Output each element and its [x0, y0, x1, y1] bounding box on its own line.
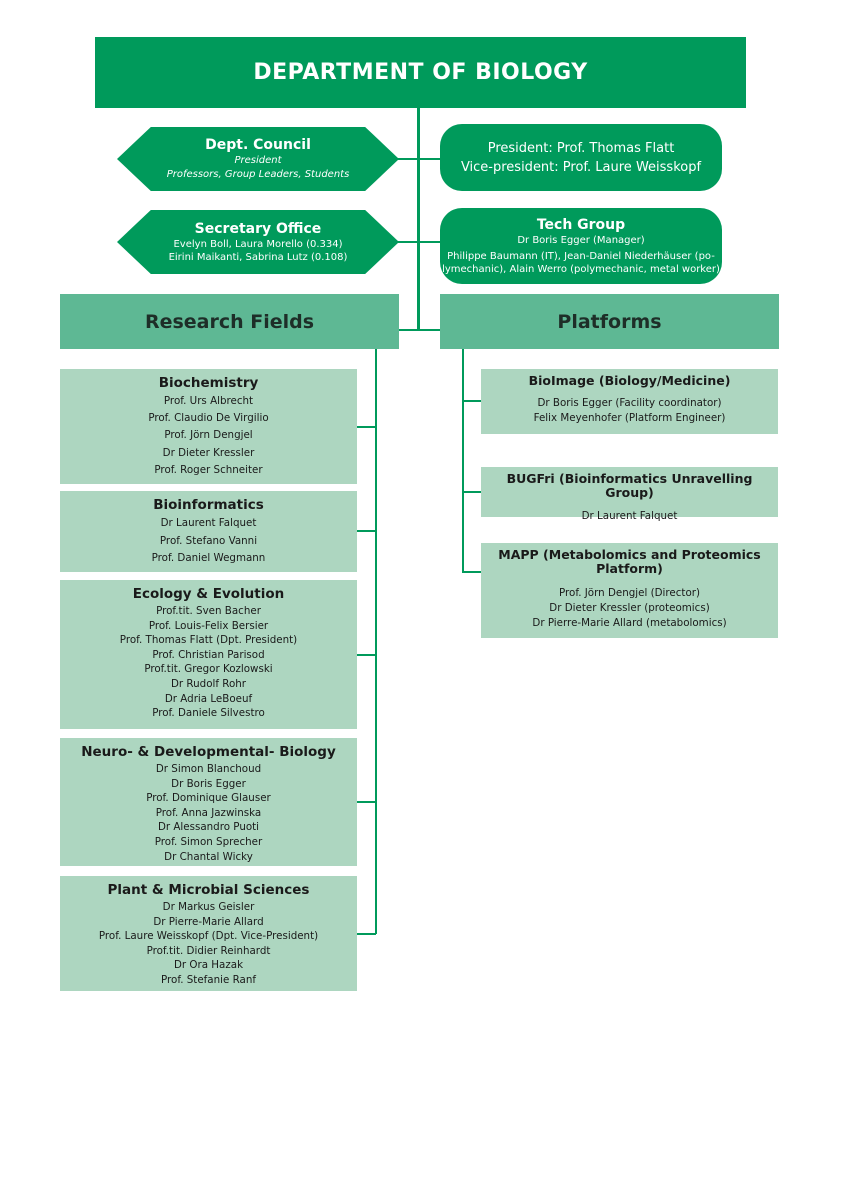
- tech-connector: [419, 241, 441, 243]
- dept-council-title: Dept. Council: [205, 136, 311, 153]
- dept-council-line2: Professors, Group Leaders, Students: [166, 168, 350, 180]
- member: Prof. Thomas Flatt (Dpt. President): [119, 634, 298, 647]
- platform-branch-3: [463, 571, 482, 573]
- research-branch-5: [356, 933, 376, 935]
- vice-president-label: Vice-president: Prof. Laure Weisskopf: [460, 159, 702, 175]
- platform-bioimage: BioImage (Biology/Medicine) Dr Boris Egg…: [481, 369, 778, 434]
- field-plant-microbial: Plant & Microbial Sciences Dr Markus Gei…: [60, 876, 357, 991]
- dept-council-line1: President: [234, 154, 282, 166]
- field-title: Plant & Microbial Sciences: [107, 882, 310, 898]
- member: Dr Dieter Kressler (proteomics): [549, 602, 710, 614]
- member: Prof. Christian Parisod: [152, 648, 265, 661]
- member: Dr Simon Blanchoud: [155, 763, 262, 775]
- platform-title-line2: Platform): [596, 561, 663, 576]
- platform-branch-1: [463, 400, 482, 402]
- platform-trunk: [462, 349, 464, 573]
- field-neuro-developmental: Neuro- & Developmental- Biology Dr Simon…: [60, 738, 357, 866]
- field-biochemistry: Biochemistry Prof. Urs Albrecht Prof. Cl…: [60, 369, 357, 484]
- member: Prof. Claudio De Virgilio: [148, 412, 269, 425]
- research-branch-4: [356, 801, 376, 803]
- secretary-line1: Evelyn Boll, Laura Morello (0.334): [173, 238, 343, 250]
- member: Prof. Louis-Felix Bersier: [148, 619, 269, 632]
- field-bioinformatics: Bioinformatics Dr Laurent Falquet Prof. …: [60, 491, 357, 572]
- member: Dr Markus Geisler: [162, 901, 255, 913]
- secretary-connector: [398, 241, 418, 243]
- split-connector: [398, 329, 441, 331]
- member: Dr Chantal Wicky: [164, 850, 253, 863]
- tech-group-title: Tech Group: [536, 216, 626, 233]
- member: Dr Boris Egger (Facility coordinator): [537, 397, 722, 409]
- member: Prof.tit. Sven Bacher: [156, 605, 261, 617]
- platform-title: MAPP (Metabolomics and Proteomics: [498, 547, 761, 562]
- department-title: DEPARTMENT OF BIOLOGY: [95, 37, 746, 108]
- member: Prof. Anna Jazwinska: [155, 806, 262, 819]
- platform-title: BioImage (Biology/Medicine): [528, 373, 731, 388]
- member: Dr Rudolf Rohr: [171, 677, 246, 690]
- member: Prof. Stefano Vanni: [159, 534, 258, 547]
- research-branch-1: [356, 426, 376, 428]
- council-connector: [398, 158, 418, 160]
- platform-branch-2: [463, 491, 482, 493]
- trunk-line: [417, 108, 420, 331]
- presidency-box: President: Prof. Thomas Flatt Vice-presi…: [440, 124, 722, 191]
- tech-line1: Dr Boris Egger (Manager): [517, 234, 645, 246]
- field-title: Bioinformatics: [153, 497, 264, 513]
- field-title: Biochemistry: [158, 375, 259, 391]
- member: Prof. Daniele Silvestro: [152, 707, 265, 720]
- member: Prof.tit. Didier Reinhardt: [146, 944, 271, 957]
- member: Dr Alessandro Puoti: [157, 821, 260, 834]
- member: Prof.tit. Gregor Kozlowski: [144, 663, 273, 676]
- member: Dr Boris Egger: [171, 777, 246, 790]
- member: Prof. Daniel Wegmann: [151, 552, 266, 564]
- tech-line3: lymechanic), Alain Werro (polymechanic, …: [442, 263, 720, 275]
- member: Prof. Jörn Dengjel: [164, 429, 253, 442]
- research-branch-2: [356, 530, 376, 532]
- secretary-office-title: Secretary Office: [194, 220, 322, 237]
- field-title: Ecology & Evolution: [132, 586, 285, 602]
- research-trunk: [375, 349, 377, 934]
- member: Prof. Laure Weisskopf (Dpt. Vice-Preside…: [98, 930, 319, 943]
- member: Prof. Urs Albrecht: [163, 395, 254, 407]
- member: Prof. Simon Sprecher: [154, 835, 263, 848]
- research-branch-3: [356, 654, 376, 656]
- dept-council-box: Dept. Council President Professors, Grou…: [117, 127, 399, 191]
- member: Prof. Stefanie Ranf: [161, 973, 256, 986]
- secretary-office-box: Secretary Office Evelyn Boll, Laura More…: [117, 210, 399, 274]
- member: Prof. Jörn Dengjel (Director): [559, 587, 700, 599]
- platform-bugfri: BUGFri (Bioinformatics Unravelling Group…: [481, 467, 778, 522]
- member: Dr Ora Hazak: [173, 959, 244, 972]
- platform-mapp: MAPP (Metabolomics and Proteomics Platfo…: [481, 543, 778, 638]
- platform-title: BUGFri (Bioinformatics Unravelling Group…: [506, 471, 753, 500]
- member: Dr Pierre-Marie Allard (metabolomics): [532, 617, 727, 629]
- secretary-line2: Eirini Maikanti, Sabrina Lutz (0.108): [168, 251, 348, 263]
- member: Prof. Roger Schneiter: [154, 463, 263, 476]
- field-ecology-evolution: Ecology & Evolution Prof.tit. Sven Bache…: [60, 580, 357, 729]
- president-label: President: Prof. Thomas Flatt: [487, 140, 675, 156]
- tech-group-box: Tech Group Dr Boris Egger (Manager) Phil…: [440, 208, 722, 284]
- field-title: Neuro- & Developmental- Biology: [81, 744, 336, 760]
- member: Dr Laurent Falquet: [581, 510, 678, 522]
- member: Dr Adria LeBoeuf: [164, 692, 253, 705]
- research-fields-header: Research Fields: [60, 294, 399, 349]
- presidency-connector: [419, 158, 441, 160]
- member: Dr Laurent Falquet: [160, 517, 257, 529]
- member: Dr Pierre-Marie Allard: [153, 915, 264, 928]
- member: Dr Dieter Kressler: [162, 446, 255, 459]
- platforms-header: Platforms: [440, 294, 779, 349]
- member: Prof. Dominique Glauser: [146, 792, 271, 805]
- member: Felix Meyenhofer (Platform Engineer): [533, 412, 726, 424]
- tech-line2: Philippe Baumann (IT), Jean-Daniel Niede…: [447, 250, 715, 262]
